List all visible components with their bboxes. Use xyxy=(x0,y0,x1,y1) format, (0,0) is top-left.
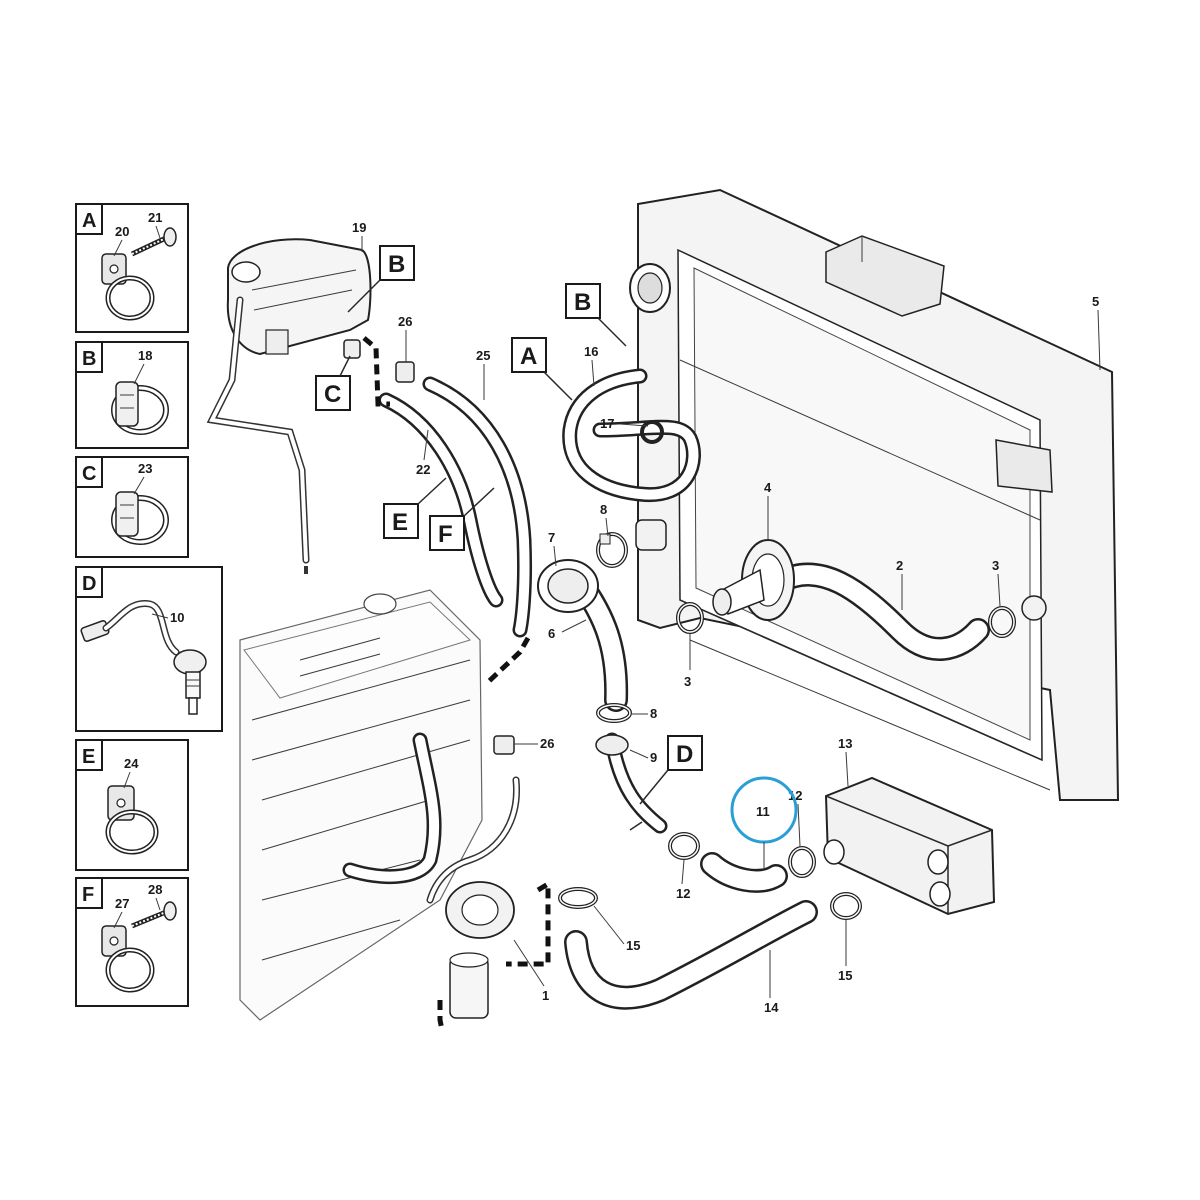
hose-25 xyxy=(422,376,533,638)
detail-panel-f: F 27 28 xyxy=(75,877,189,1007)
part-label-22: 22 xyxy=(416,462,430,477)
part-label-15: 15 xyxy=(626,938,640,953)
pipe-9 xyxy=(595,732,668,834)
clamp-3-right xyxy=(988,606,1016,638)
detail-panel-letter: F xyxy=(82,884,94,906)
detail-panel-b: B 18 xyxy=(75,341,189,449)
hose-clamp-icon xyxy=(101,925,155,993)
part-label-6: 6 xyxy=(548,626,555,641)
bolt-icon xyxy=(131,901,177,929)
part-label-17: 17 xyxy=(600,416,614,431)
temperature-sensor-icon xyxy=(80,599,207,715)
expansion-tank xyxy=(226,238,372,356)
dashed-connection xyxy=(437,1000,445,1031)
dashed-connection xyxy=(506,879,551,967)
callout-c: C xyxy=(315,355,351,411)
part-label-5: 5 xyxy=(1092,294,1099,309)
pipe-4 xyxy=(712,539,795,621)
hose-16 xyxy=(562,368,701,503)
part-label-9: 9 xyxy=(650,750,657,765)
detail-panel-a: A 20 21 xyxy=(75,203,189,333)
hose-14 xyxy=(564,900,818,1010)
part-label-3: 3 xyxy=(684,674,691,689)
clamp-12-left xyxy=(668,832,700,860)
svg-text:C: C xyxy=(324,381,341,408)
hose-clamp-icon xyxy=(105,785,159,855)
clamp-17 xyxy=(640,420,664,444)
oil-cooler xyxy=(823,776,996,916)
part-label-14: 14 xyxy=(764,1000,779,1015)
hose-2 xyxy=(768,562,990,661)
part-label-13: 13 xyxy=(838,736,852,751)
part-number: 28 xyxy=(148,882,162,897)
part-number: 18 xyxy=(138,348,152,363)
part-label-2: 2 xyxy=(896,558,903,573)
detail-panel-e: E 24 xyxy=(75,739,189,871)
dashed-connection xyxy=(484,636,531,686)
detail-panel-d: D 10 xyxy=(75,566,223,732)
part-number: 23 xyxy=(138,461,152,476)
clamp-15-left xyxy=(558,887,598,909)
callout-b-radiator: B xyxy=(565,283,627,347)
engine-block xyxy=(239,589,521,1021)
part-number: 21 xyxy=(148,210,162,225)
detail-panel-letter: D xyxy=(82,573,96,595)
clamp-26-lower xyxy=(493,735,515,755)
spring-clamp-icon xyxy=(111,381,169,435)
detail-panel-c: C 23 xyxy=(75,456,189,558)
hose-11 xyxy=(700,852,788,893)
part-number: 10 xyxy=(170,610,184,625)
spring-clamp-icon xyxy=(111,491,169,545)
svg-text:B: B xyxy=(574,289,591,316)
overflow-tube xyxy=(206,296,310,574)
part-number: 24 xyxy=(124,756,139,771)
clamp-3-left xyxy=(676,602,704,634)
detail-panel-letter: A xyxy=(82,210,96,232)
callout-d: D xyxy=(639,735,703,805)
callout-a: A xyxy=(511,337,573,401)
part-number: 27 xyxy=(115,896,129,911)
part-label-25: 25 xyxy=(476,348,490,363)
part-label-26: 26 xyxy=(398,314,412,329)
detail-panel-letter: B xyxy=(82,348,96,370)
callout-f: F xyxy=(429,487,495,551)
detail-panel-letter: E xyxy=(82,746,95,768)
part-label-8: 8 xyxy=(600,502,607,517)
clamp-26-upper xyxy=(395,361,415,383)
part-label-7: 7 xyxy=(548,530,555,545)
svg-text:D: D xyxy=(676,741,693,768)
svg-text:A: A xyxy=(520,343,537,370)
highlight-circle-part-11: 11 xyxy=(730,776,798,868)
part-label-3: 3 xyxy=(992,558,999,573)
bolt-icon xyxy=(130,227,177,257)
hose-22 xyxy=(378,392,504,608)
part-label-1: 1 xyxy=(542,988,549,1003)
hose-6 xyxy=(537,559,629,712)
clamp-c xyxy=(343,339,361,359)
part-label-15: 15 xyxy=(838,968,852,983)
part-label-4: 4 xyxy=(764,480,772,495)
part-number: 20 xyxy=(115,224,129,239)
clamp-12-right xyxy=(788,846,816,878)
svg-text:F: F xyxy=(438,521,453,548)
part-label-26: 26 xyxy=(540,736,554,751)
callout-e: E xyxy=(383,477,447,539)
radiator xyxy=(629,188,1120,801)
hose-clamp-icon xyxy=(101,253,155,321)
svg-text:B: B xyxy=(388,251,405,278)
part-label-12: 12 xyxy=(676,886,690,901)
clamp-15-right xyxy=(830,892,862,920)
callout-b-top: B xyxy=(347,245,415,313)
detail-panel-letter: C xyxy=(82,463,96,485)
clamp-8-lower xyxy=(596,703,632,723)
svg-text:E: E xyxy=(392,509,408,536)
part-label-16: 16 xyxy=(584,344,598,359)
part-label-8: 8 xyxy=(650,706,657,721)
part-label-11: 11 xyxy=(756,804,770,819)
water-pump xyxy=(445,881,515,1019)
dashed-connection xyxy=(362,336,390,407)
part-label-19: 19 xyxy=(352,220,366,235)
clamp-8-upper xyxy=(596,532,628,568)
